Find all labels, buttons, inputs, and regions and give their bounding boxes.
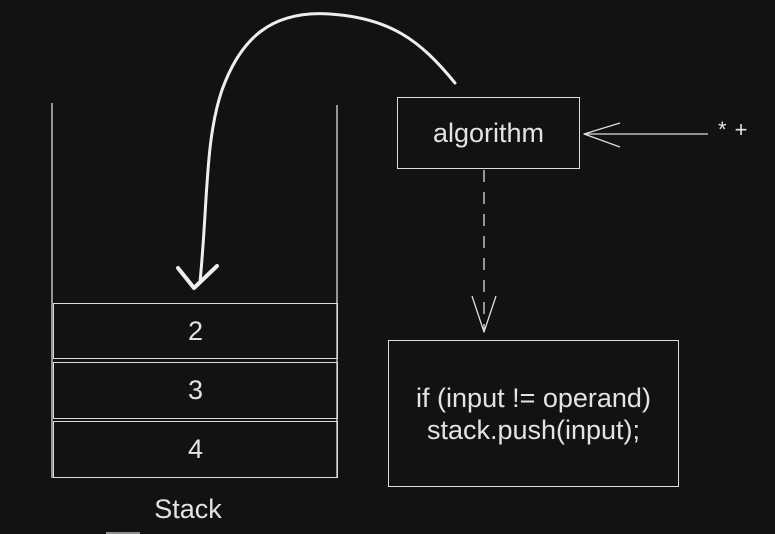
dashed-arrow-head	[471, 295, 497, 333]
code-line-condition: if (input != operand)	[416, 382, 651, 413]
code-box: if (input != operand) stack.push(input);	[388, 340, 679, 487]
algorithm-box: algorithm	[397, 97, 580, 169]
stack-item-top: 2	[53, 303, 338, 359]
code-line-push: stack.push(input);	[426, 414, 641, 445]
curved-arrow-head	[176, 264, 219, 290]
stack-label: Stack	[154, 494, 222, 524]
stack-item-bottom: 4	[53, 421, 338, 478]
input-operators-label: * +	[718, 117, 749, 142]
input-arrow-head	[583, 122, 621, 148]
stack-item-middle: 3	[53, 362, 338, 419]
curved-arrow-to-stack	[198, 12, 457, 284]
